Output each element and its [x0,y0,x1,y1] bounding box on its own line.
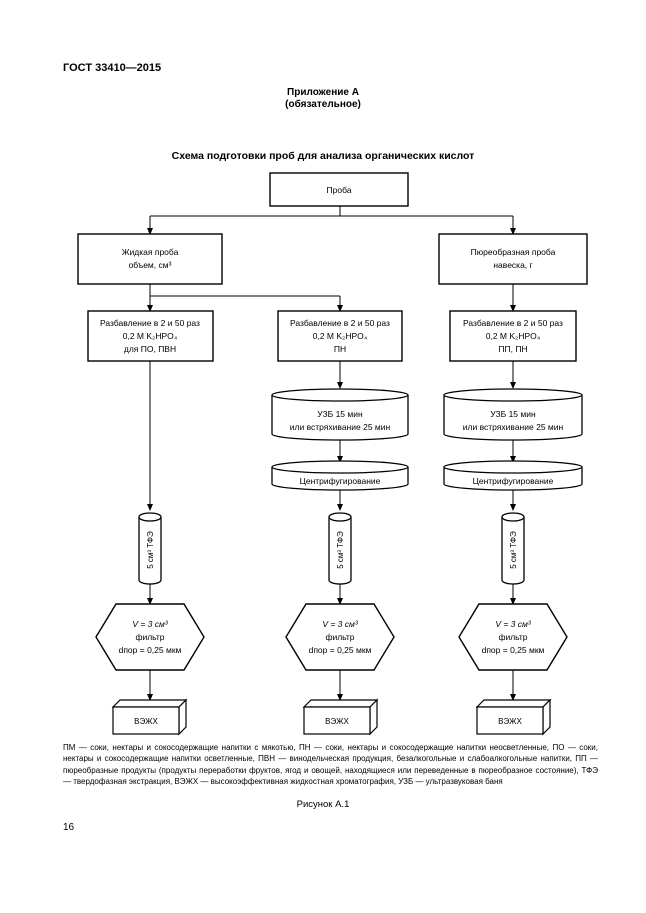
dil-left-line3: для ПО, ПВН [124,344,176,354]
filter-left-line3: dпор = 0,25 мкм [119,645,182,655]
dil-left-line2: 0,2 M K₂HPO₄ [123,331,178,341]
sample-box: Проба [269,172,409,207]
puree-line1: Пюреобразная проба [471,247,556,257]
hplc-box-mid: ВЭЖХ [302,698,379,736]
filter-left-line2: фильтр [135,632,164,642]
dilution-box-mid: Разбавление в 2 и 50 раз 0,2 M K₂HPO₄ ПН [277,310,403,362]
uzb-right-line1: УЗБ 15 мин [490,409,536,419]
puree-sample-box: Пюреобразная проба навеска, г [438,233,588,285]
abbreviations-legend: ПМ — соки, нектары и сокосодержащие напи… [63,743,598,787]
filter-hexagon-right: V = 3 см³ фильтр dпор = 0,25 мкм [458,603,568,671]
centrifuge-right-label: Центрифугирование [473,476,554,486]
page-number: 16 [63,822,75,833]
dil-mid-line1: Разбавление в 2 и 50 раз [290,318,390,328]
sample-label: Проба [327,185,352,195]
dil-right-line2: 0,2 M K₂HPO₄ [486,331,541,341]
dilution-box-left: Разбавление в 2 и 50 раз 0,2 M K₂HPO₄ дл… [87,310,214,362]
filter-right-line1: V = 3 см³ [495,619,532,629]
filter-right-line3: dпор = 0,25 мкм [482,645,545,655]
uzb-right-line2: или встряхивание 25 мин [463,422,564,432]
spe-cartridge-mid: 5 см³ ТФЭ [328,512,352,585]
standard-header: ГОСТ 33410—2015 [63,62,162,74]
hplc-right-label: ВЭЖХ [498,717,522,726]
dil-right-line1: Разбавление в 2 и 50 раз [463,318,563,328]
hplc-mid-label: ВЭЖХ [325,717,349,726]
uzb-mid-line2: или встряхивание 25 мин [290,422,391,432]
scheme-title: Схема подготовки проб для анализа органи… [171,150,475,162]
ultrasonic-drum-mid: УЗБ 15 мин или встряхивание 25 мин [271,388,409,441]
appendix-status: (обязательное) [285,99,361,110]
filter-left-line1: V = 3 см³ [132,619,169,629]
centrifuge-drum-mid: Центрифугирование [271,460,409,491]
spe-cartridge-left: 5 см³ ТФЭ [138,512,162,585]
dil-left-line1: Разбавление в 2 и 50 раз [100,318,200,328]
liquid-sample-box: Жидкая проба объем, см³ [77,233,223,285]
uzb-mid-line1: УЗБ 15 мин [317,409,363,419]
filter-right-line2: фильтр [498,632,527,642]
hplc-box-right: ВЭЖХ [475,698,552,736]
spe-right-label: 5 см³ ТФЭ [509,531,518,569]
filter-mid-line3: dпор = 0,25 мкм [309,645,372,655]
spe-mid-label: 5 см³ ТФЭ [336,531,345,569]
filter-mid-line2: фильтр [325,632,354,642]
ultrasonic-drum-right: УЗБ 15 мин или встряхивание 25 мин [443,388,583,441]
appendix-title: Приложение А [287,87,359,98]
hplc-left-label: ВЭЖХ [134,717,158,726]
spe-left-label: 5 см³ ТФЭ [146,531,155,569]
filter-hexagon-left: V = 3 см³ фильтр dпор = 0,25 мкм [95,603,205,671]
hplc-box-left: ВЭЖХ [111,698,188,736]
figure-caption: Рисунок А.1 [296,799,350,810]
liquid-line2: объем, см³ [129,260,172,270]
dil-mid-line3: ПН [334,344,346,354]
dilution-box-right: Разбавление в 2 и 50 раз 0,2 M K₂HPO₄ ПП… [449,310,577,362]
centrifuge-drum-right: Центрифугирование [443,460,583,491]
dil-mid-line2: 0,2 M K₂HPO₄ [313,331,368,341]
spe-cartridge-right: 5 см³ ТФЭ [501,512,525,585]
connectors [147,206,516,701]
filter-hexagon-mid: V = 3 см³ фильтр dпор = 0,25 мкм [285,603,395,671]
filter-mid-line1: V = 3 см³ [322,619,359,629]
liquid-line1: Жидкая проба [122,247,179,257]
dil-right-line3: ПП, ПН [498,344,527,354]
puree-line2: навеска, г [493,260,532,270]
centrifuge-mid-label: Центрифугирование [300,476,381,486]
appendix-heading: Приложение А (обязательное) [0,87,646,111]
